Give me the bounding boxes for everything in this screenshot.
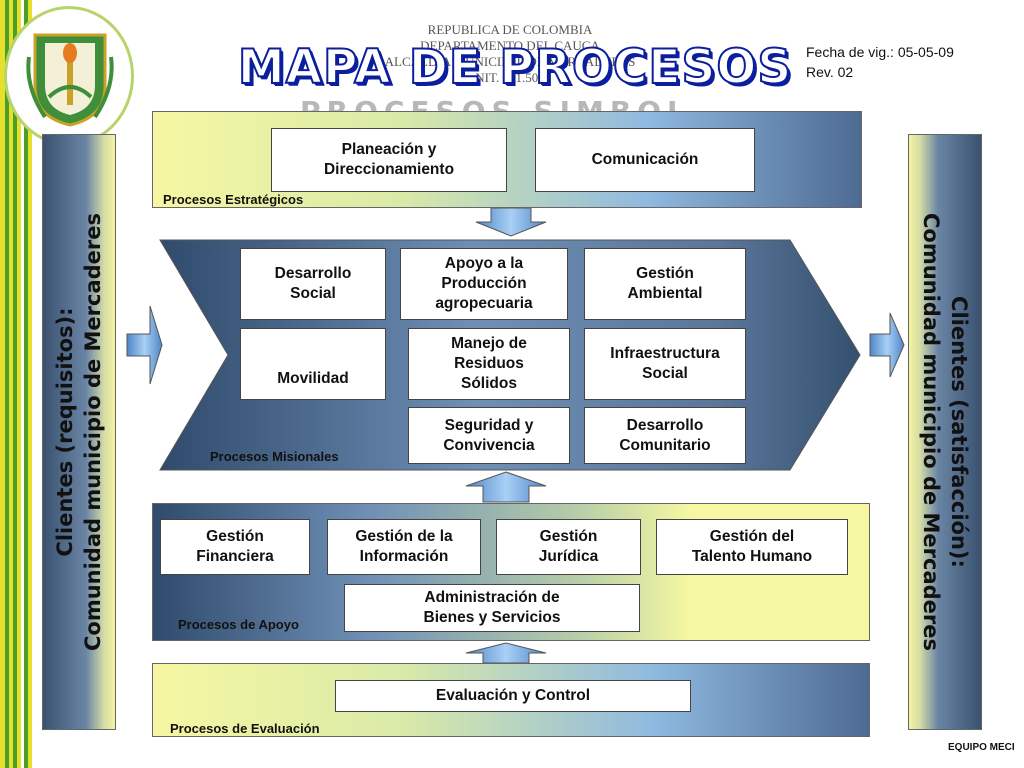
process-box-gestion-juridica: Gestión Jurídica — [496, 519, 641, 575]
process-box-apoyo-produccion: Apoyo a la Producción agropecuaria — [400, 248, 568, 320]
header-line: DEPARTAMENTO DEL CAUCA — [420, 38, 600, 53]
page-title: MAPA DE PROCESOS — [237, 39, 793, 96]
process-box-comunicacion: Comunicación — [535, 128, 755, 192]
strategic-processes-label: Procesos Estratégicos — [163, 192, 304, 207]
process-box-desarrollo-social: Desarrollo Social — [240, 248, 386, 320]
ghost-subtitle: PROCESOS SIMBOL — [300, 98, 740, 112]
header-line: ALCALDIA MUNICIPAL DE MERCADERES — [384, 54, 636, 69]
process-box-residuos: Manejo de Residuos Sólidos — [408, 328, 570, 400]
process-box-movilidad: Movilidad — [240, 328, 386, 400]
process-box-bienes-servicios: Administración de Bienes y Servicios — [344, 584, 640, 632]
clients-satisfaction-bar — [908, 134, 982, 730]
process-box-seguridad: Seguridad y Convivencia — [408, 407, 570, 464]
evaluation-processes-label: Procesos de Evaluación — [170, 721, 320, 736]
footer-team-label: EQUIPO MECI — [948, 742, 1015, 753]
process-box-infraestructura: Infraestructura Social — [584, 328, 746, 400]
revision-label: Rev. 02 — [806, 64, 854, 80]
process-box-gestion-financiera: Gestión Financiera — [160, 519, 310, 575]
process-box-planeacion: Planeación y Direccionamiento — [271, 128, 507, 192]
support-processes-label: Procesos de Apoyo — [178, 617, 299, 632]
effective-date: Fecha de vig.: 05-05-09 — [806, 44, 954, 60]
up-arrow-icon — [465, 471, 547, 503]
header-line: REPUBLICA DE COLOMBIA — [427, 22, 593, 37]
municipal-seal-logo — [4, 6, 134, 146]
header-line: NIT. 891.502 — [475, 70, 545, 85]
right-arrow-icon — [126, 305, 163, 385]
down-arrow-icon — [475, 207, 547, 237]
mission-processes-label: Procesos Misionales — [210, 449, 339, 464]
process-box-desarrollo-comunitario: Desarrollo Comunitario — [584, 407, 746, 464]
process-box-gestion-informacion: Gestión de la Información — [327, 519, 481, 575]
clients-requirements-bar — [42, 134, 116, 730]
document-meta: Fecha de vig.: 05-05-09 Rev. 02 — [806, 42, 954, 82]
up-arrow-icon — [465, 642, 547, 664]
process-box-gestion-ambiental: Gestión Ambiental — [584, 248, 746, 320]
decorative-stripes — [0, 0, 32, 768]
header-institution: REPUBLICA DE COLOMBIA DEPARTAMENTO DEL C… — [360, 22, 660, 86]
process-box-talento-humano: Gestión del Talento Humano — [656, 519, 848, 575]
right-arrow-icon — [869, 312, 905, 378]
process-box-evaluacion-control: Evaluación y Control — [335, 680, 691, 712]
